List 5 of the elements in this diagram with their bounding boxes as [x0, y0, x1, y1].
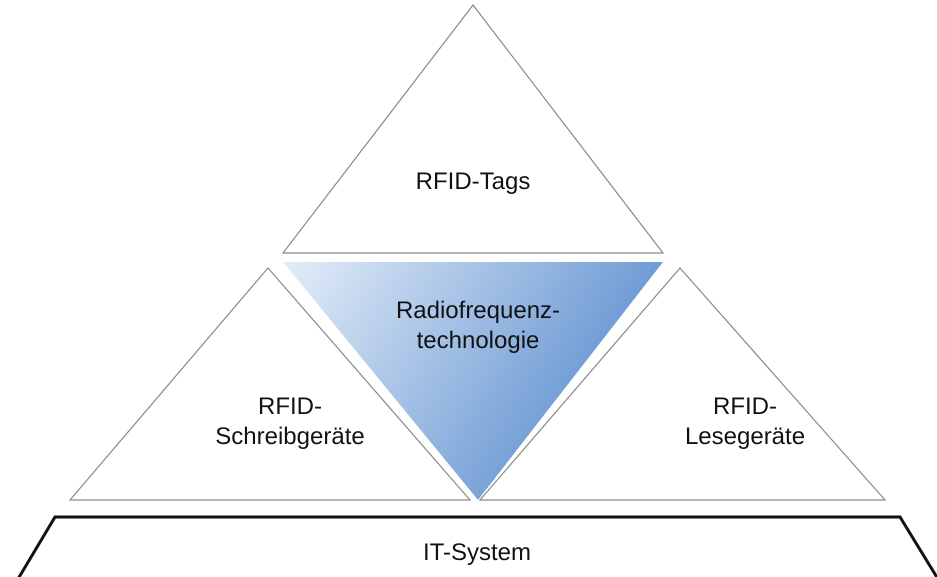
node-label: IT-System — [422, 538, 532, 568]
node-label: RFID- Schreibgeräte — [214, 392, 366, 452]
node-label: RFID- Lesegeräte — [684, 392, 806, 452]
node-label: RFID-Tags — [414, 167, 532, 197]
node-label: Radiofrequenz- technologie — [394, 296, 562, 356]
